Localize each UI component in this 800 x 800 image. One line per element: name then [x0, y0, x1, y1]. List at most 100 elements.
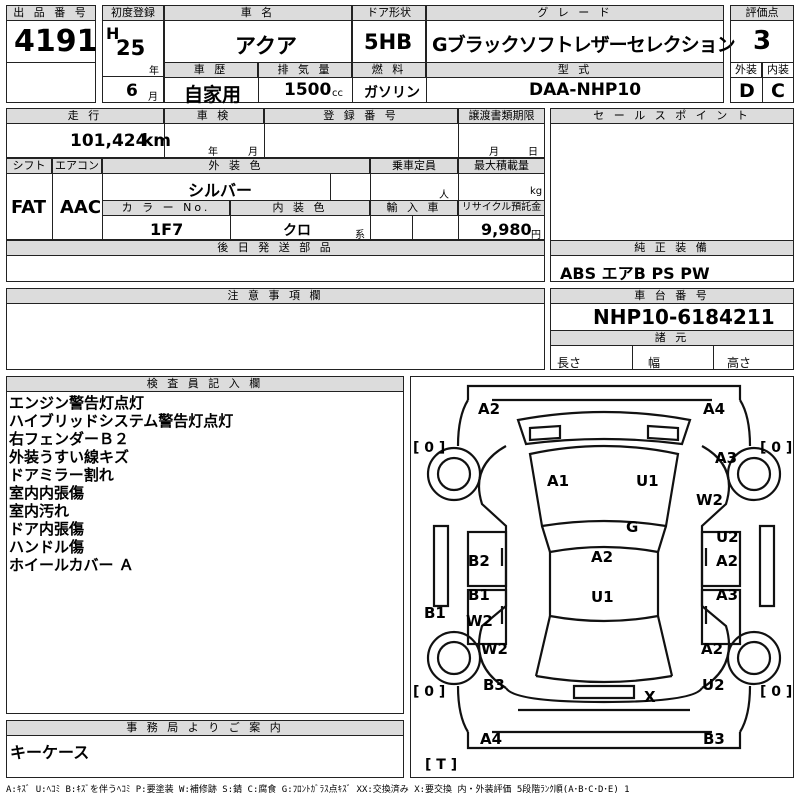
sales-points-box [550, 108, 794, 256]
insp-year-unit: 年 [208, 147, 218, 158]
load-label: 最大積載量 [458, 158, 545, 174]
load-unit: kg [530, 186, 543, 197]
grade-label: グ レ ー ド [426, 5, 724, 21]
reg-year: 25 [116, 36, 146, 60]
inspector-note: ドア内張傷 [9, 520, 85, 538]
plate-label: 登 録 番 号 [264, 108, 458, 124]
lot-number: 4191 [14, 24, 98, 59]
inspection-label: 車 検 [164, 108, 264, 124]
equipment-label: 純 正 装 備 [550, 240, 794, 256]
int-color-unit: 系 [355, 230, 365, 241]
import-label: 輸 入 車 [370, 200, 458, 216]
inspector-note: 室内汚れ [9, 502, 70, 520]
spare-tire: [ T ] [425, 757, 458, 773]
displacement: 1500 [284, 80, 332, 100]
history-label: 車 歴 [164, 62, 258, 78]
damage-mark: U2 [716, 528, 739, 546]
displacement-label: 排 気 量 [258, 62, 352, 78]
door-label: ドア形状 [352, 5, 426, 21]
color-no-label: カ ラ ー No. [102, 200, 230, 216]
car-diagram-box [410, 376, 794, 778]
inspector-note: 室内内張傷 [9, 484, 85, 502]
tire-tread: [ 0 ] [760, 684, 793, 700]
first-reg-label: 初度登録 [102, 5, 164, 21]
damage-mark: A1 [547, 472, 570, 490]
width-label: 幅 [648, 356, 661, 370]
history: 自家用 [184, 84, 242, 106]
chassis-label: 車 台 番 号 [550, 288, 794, 304]
model-label: 型 式 [426, 62, 724, 78]
damage-mark: A4 [703, 400, 726, 418]
damage-mark: A2 [591, 548, 614, 566]
recycle: 9,980 [481, 220, 532, 239]
damage-mark: U1 [636, 472, 659, 490]
tire-tread: [ 0 ] [413, 684, 446, 700]
damage-mark: A4 [480, 730, 503, 748]
interior-label: 内装 [762, 62, 794, 78]
fuel-label: 燃 料 [352, 62, 426, 78]
notes-label: 注 意 事 項 欄 [6, 288, 545, 304]
damage-mark: W2 [696, 491, 723, 509]
inspector-notes: エンジン警告灯点灯 ハイブリッドシステム警告灯点灯 右フェンダーＢ２ 外装うすい… [9, 394, 233, 574]
displacement-unit: cc [332, 88, 343, 99]
fuel: ガソリン [364, 85, 420, 101]
damage-mark: W2 [481, 640, 508, 658]
year-unit: 年 [149, 66, 159, 77]
ac-label: エアコン [52, 158, 102, 174]
damage-mark: A2 [701, 640, 724, 658]
damage-mark: B1 [468, 586, 490, 604]
recycle-unit: 円 [531, 230, 541, 241]
chassis-number: NHP10-6184211 [593, 305, 775, 329]
month-unit: 月 [148, 92, 158, 103]
interior-grade: C [771, 80, 785, 102]
inspector-note: 外装うすい線キズ [9, 448, 130, 466]
reg-month: 6 [126, 81, 138, 101]
sales-points-label: セ ー ル ス ポ イ ン ト [550, 108, 794, 124]
later-parts-label: 後 日 発 送 部 品 [6, 240, 545, 256]
specs-label: 諸 元 [550, 330, 794, 346]
inspector-note: ドアミラー割れ [9, 466, 114, 484]
ac: AAC [60, 197, 102, 218]
shift: FAT [11, 197, 47, 218]
damage-mark: B3 [703, 730, 725, 748]
mileage-unit: km [142, 131, 172, 151]
inspector-note: ハンドル傷 [9, 538, 85, 556]
legend: A:ｷｽﾞ U:ﾍｺﾐ B:ｷｽﾞを伴うﾍｺﾐ P:要塗装 W:補修跡 S:錆 … [6, 785, 630, 795]
height-label: 高さ [727, 356, 752, 370]
damage-mark: U2 [702, 676, 725, 694]
capacity-label: 乗車定員 [370, 158, 458, 174]
shift-label: シフト [6, 158, 52, 174]
recycle-label: リサイクル預託金 [458, 200, 545, 216]
office-note: キーケース [10, 743, 90, 762]
door-type: 5HB [364, 30, 413, 54]
exterior-grade: D [739, 80, 755, 102]
transfer-month-unit: 月 [489, 147, 499, 158]
capacity-unit: 人 [439, 190, 449, 201]
inspector-note: 右フェンダーＢ２ [9, 430, 130, 448]
car-diagram [426, 384, 782, 750]
damage-mark: U1 [591, 588, 614, 606]
ext-color: シルバー [188, 181, 253, 200]
inspector-note: エンジン警告灯点灯 [9, 394, 145, 412]
mileage: 101,424 [70, 131, 148, 151]
int-color: クロ [283, 223, 311, 239]
ext-color-label: 外 装 色 [102, 158, 370, 174]
grade: Gブラックソフトレザーセレクション [432, 34, 736, 56]
damage-mark: A3 [715, 449, 738, 467]
damage-mark: W2 [466, 612, 493, 630]
car-name-label: 車 名 [164, 5, 352, 21]
damage-mark: A2 [716, 552, 739, 570]
equipment: ABS エアB PS PW [560, 264, 710, 283]
inspector-note: ハイブリッドシステム警告灯点灯 [9, 412, 234, 430]
model: DAA-NHP10 [529, 80, 642, 100]
transfer-day-unit: 日 [528, 147, 538, 158]
era: H [106, 24, 120, 43]
transfer-label: 譲渡書類期限 [458, 108, 545, 124]
tire-tread: [ 0 ] [760, 440, 793, 456]
rating-label: 評価点 [730, 5, 794, 21]
office-label: 事 務 局 よ り ご 案 内 [6, 720, 404, 736]
insp-month-unit: 月 [248, 147, 258, 158]
damage-mark: A3 [716, 586, 739, 604]
damage-mark: B3 [483, 676, 505, 694]
car-name: アクア [235, 34, 297, 58]
